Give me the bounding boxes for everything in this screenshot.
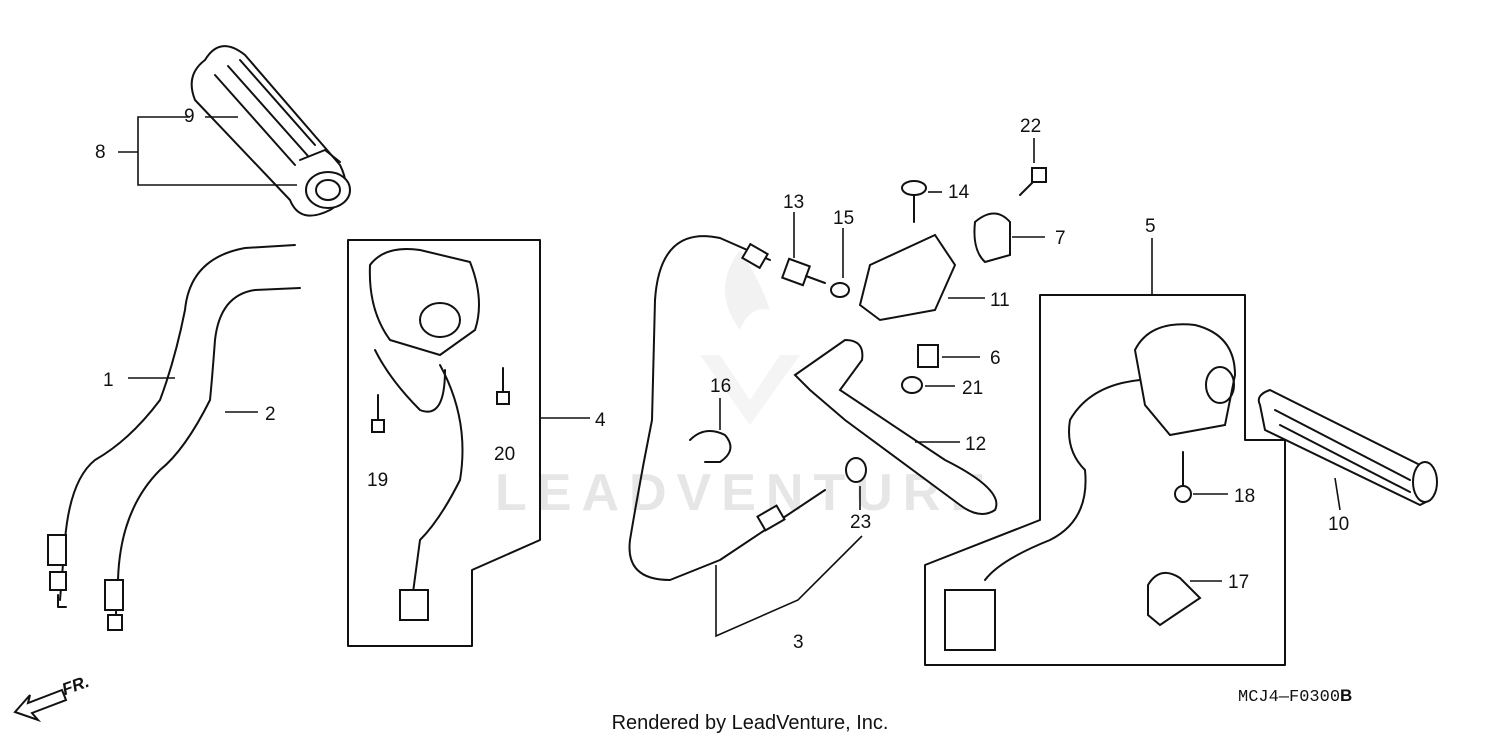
part-bolt-22[interactable] xyxy=(1019,167,1047,196)
callout-16: 16 xyxy=(710,376,731,397)
part-right-switch[interactable] xyxy=(924,294,1286,666)
part-lever-bracket[interactable] xyxy=(858,233,957,322)
part-throttle-cable-2[interactable] xyxy=(104,287,301,631)
part-throttle-grip[interactable] xyxy=(190,45,351,217)
part-clutch-lever[interactable] xyxy=(793,338,998,515)
part-nut-15[interactable] xyxy=(830,282,850,298)
callout-8: 8 xyxy=(95,142,106,163)
diagram-code: MCJ4—F0300B xyxy=(1238,686,1352,707)
front-arrow-icon xyxy=(13,688,68,723)
callout-23: 23 xyxy=(850,512,871,533)
callout-1: 1 xyxy=(103,370,114,391)
callout-22: 22 xyxy=(1020,116,1041,137)
part-screw-19[interactable] xyxy=(371,394,385,433)
callout-17: 17 xyxy=(1228,572,1249,593)
part-clamp-17[interactable] xyxy=(1147,571,1202,627)
callout-4: 4 xyxy=(595,410,606,431)
part-screw-20[interactable] xyxy=(496,367,510,405)
watermark-text: LEADVENTURE xyxy=(495,464,995,522)
part-screw-14[interactable] xyxy=(901,180,927,223)
callout-18: 18 xyxy=(1234,486,1255,507)
part-nut-23[interactable] xyxy=(845,457,867,483)
callout-6: 6 xyxy=(990,348,1001,369)
callout-7: 7 xyxy=(1055,228,1066,249)
callout-10: 10 xyxy=(1328,514,1349,535)
callout-19: 19 xyxy=(367,470,388,491)
callout-15: 15 xyxy=(833,208,854,229)
callout-3: 3 xyxy=(793,632,804,653)
watermark-logo xyxy=(700,250,800,425)
callout-13: 13 xyxy=(783,192,804,213)
callout-14: 14 xyxy=(948,182,970,203)
part-right-grip[interactable] xyxy=(1257,389,1438,506)
footer-credit: Rendered by LeadVenture, Inc. xyxy=(611,712,889,734)
callout-2: 2 xyxy=(265,404,276,425)
diagram-code-main: MCJ4—F0300 xyxy=(1238,688,1341,707)
part-clutch-cable[interactable] xyxy=(628,235,826,581)
callout-21: 21 xyxy=(962,378,983,399)
callout-9: 9 xyxy=(184,106,195,127)
part-screw-18[interactable] xyxy=(1174,451,1192,503)
part-holder-7[interactable] xyxy=(973,212,1011,264)
diagram-code-suffix: B xyxy=(1340,686,1353,705)
part-left-switch[interactable] xyxy=(347,239,541,647)
callout-20: 20 xyxy=(494,444,515,465)
part-switch-6[interactable] xyxy=(917,344,939,368)
part-pivot-bolt-13[interactable] xyxy=(780,257,826,287)
leader-8-bracket xyxy=(118,116,297,186)
part-throttle-cable-1[interactable] xyxy=(47,244,296,608)
part-clamp-16[interactable] xyxy=(689,430,732,463)
callout-11: 11 xyxy=(990,290,1010,311)
callout-12: 12 xyxy=(965,434,986,455)
part-nut-21[interactable] xyxy=(901,376,923,394)
callout-5: 5 xyxy=(1145,216,1156,237)
